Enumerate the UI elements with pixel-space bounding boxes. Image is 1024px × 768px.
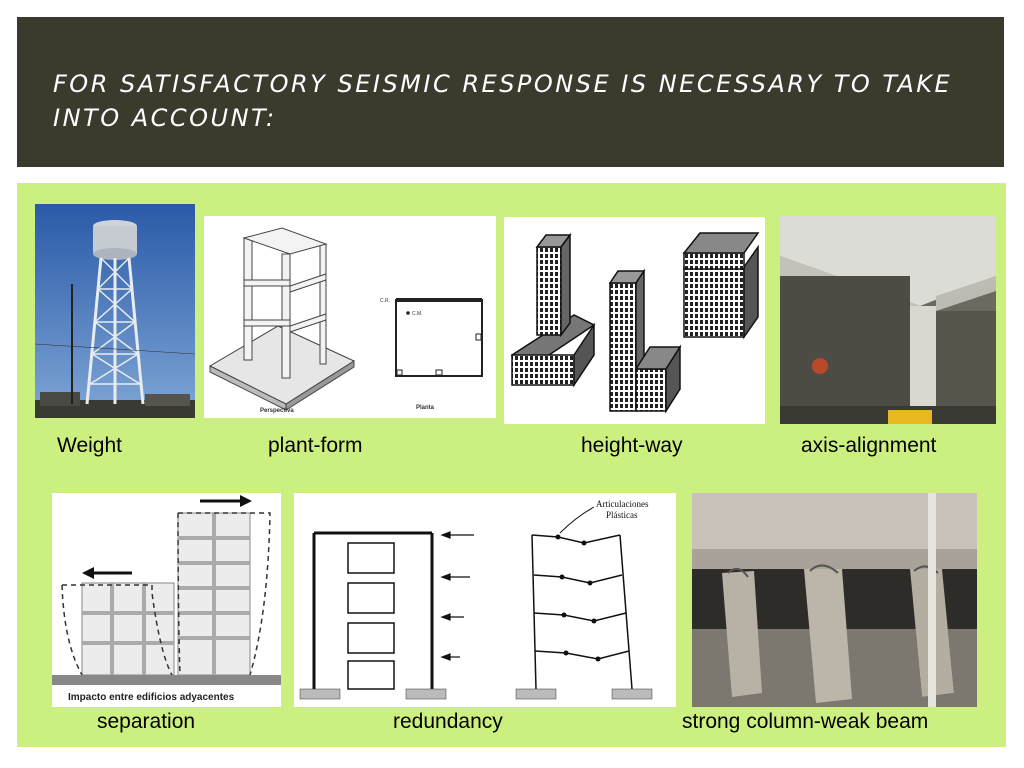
title-bar: FOR SATISFACTORY SEISMIC RESPONSE IS NEC… [17, 17, 1004, 167]
caption-strong-column-weak-beam: strong column-weak beam [682, 710, 929, 733]
water-tower-photo [35, 204, 195, 418]
caption-height-way: height-way [581, 434, 683, 457]
plant-form-drawing: Perspectiva C.R. C.M. Planta [204, 216, 496, 418]
separation-drawing: Impacto entre edificios adyacentes [52, 493, 281, 707]
redundancy-drawing: Articulaciones Plásticas [294, 493, 676, 707]
planta-label: Planta [416, 405, 435, 411]
slide-title: FOR SATISFACTORY SEISMIC RESPONSE IS NEC… [53, 70, 953, 132]
articulaciones-label: Articulaciones [596, 499, 649, 509]
column-failure-photo [692, 493, 977, 707]
impacto-label: Impacto entre edificios adyacentes [68, 692, 235, 703]
caption-separation: separation [97, 710, 196, 733]
axis-alignment-photo [780, 216, 996, 424]
caption-weight: Weight [57, 434, 122, 457]
plasticas-label: Plásticas [606, 510, 638, 520]
cm-label: C.M. [412, 311, 423, 317]
height-way-drawing [504, 217, 765, 424]
cr-label: C.R. [380, 298, 390, 304]
caption-plant-form: plant-form [268, 434, 363, 457]
caption-axis-alignment: axis-alignment [801, 434, 937, 457]
caption-redundancy: redundancy [393, 710, 503, 733]
perspectiva-label: Perspectiva [260, 408, 294, 414]
